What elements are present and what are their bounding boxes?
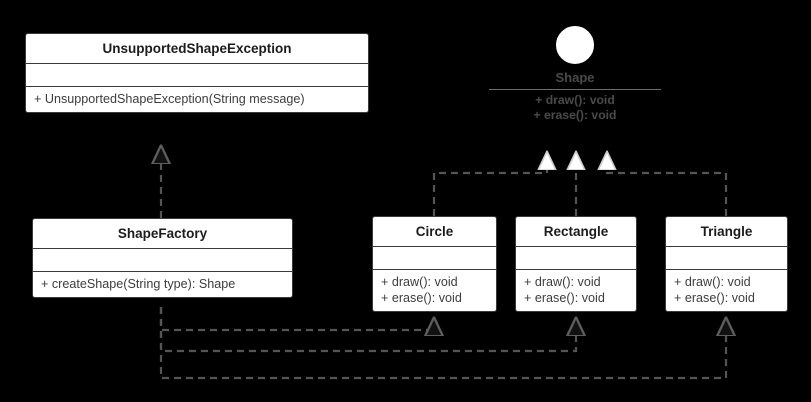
interface-operations: + draw(): void + erase(): void	[489, 93, 661, 123]
operation-item: + erase(): void	[533, 108, 617, 122]
class-box-triangle[interactable]: Triangle + draw(): void + erase(): void	[665, 216, 788, 312]
operation-item: + erase(): void	[524, 291, 605, 305]
interface-separator	[489, 89, 661, 90]
class-name-circle: Circle	[373, 217, 496, 247]
class-name-triangle: Triangle	[666, 217, 787, 247]
class-operations-shape-factory: + createShape(String type): Shape	[33, 272, 292, 297]
class-box-rectangle[interactable]: Rectangle + draw(): void + erase(): void	[515, 216, 637, 312]
class-attributes-shape-factory	[33, 249, 292, 272]
class-attributes-circle	[373, 247, 496, 270]
edge-factory-to-rectangle	[159, 307, 576, 353]
class-attributes-unsupported-shape-exception	[26, 64, 368, 87]
operation-item: + draw(): void	[381, 275, 458, 289]
edge-factory-to-triangle	[159, 307, 726, 380]
operation-item: + draw(): void	[674, 275, 751, 289]
operation-item: + draw(): void	[535, 93, 615, 107]
class-operations-unsupported-shape-exception: + UnsupportedShapeException(String messa…	[26, 87, 368, 112]
class-operations-circle: + draw(): void + erase(): void	[373, 270, 496, 311]
class-box-shape-factory[interactable]: ShapeFactory + createShape(String type):…	[32, 218, 293, 298]
operation-item: + UnsupportedShapeException(String messa…	[34, 92, 305, 106]
class-box-unsupported-shape-exception[interactable]: UnsupportedShapeException + UnsupportedS…	[25, 33, 369, 113]
class-attributes-rectangle	[516, 247, 636, 270]
class-operations-rectangle: + draw(): void + erase(): void	[516, 270, 636, 311]
class-box-circle[interactable]: Circle + draw(): void + erase(): void	[372, 216, 497, 312]
class-operations-triangle: + draw(): void + erase(): void	[666, 270, 787, 311]
interface-circle-icon	[556, 26, 594, 64]
edge-circle-realizes-shape	[432, 152, 547, 216]
class-name-unsupported-shape-exception: UnsupportedShapeException	[26, 34, 368, 64]
interface-name-shape: Shape	[555, 70, 595, 85]
edge-triangle-realizes-shape	[607, 152, 728, 216]
class-name-shape-factory: ShapeFactory	[33, 219, 292, 249]
class-name-rectangle: Rectangle	[516, 217, 636, 247]
operation-item: + createShape(String type): Shape	[41, 277, 236, 291]
operation-item: + erase(): void	[674, 291, 755, 305]
operation-item: + draw(): void	[524, 275, 601, 289]
interface-shape[interactable]: Shape + draw(): void + erase(): void	[489, 26, 661, 123]
operation-item: + erase(): void	[381, 291, 462, 305]
class-attributes-triangle	[666, 247, 787, 270]
